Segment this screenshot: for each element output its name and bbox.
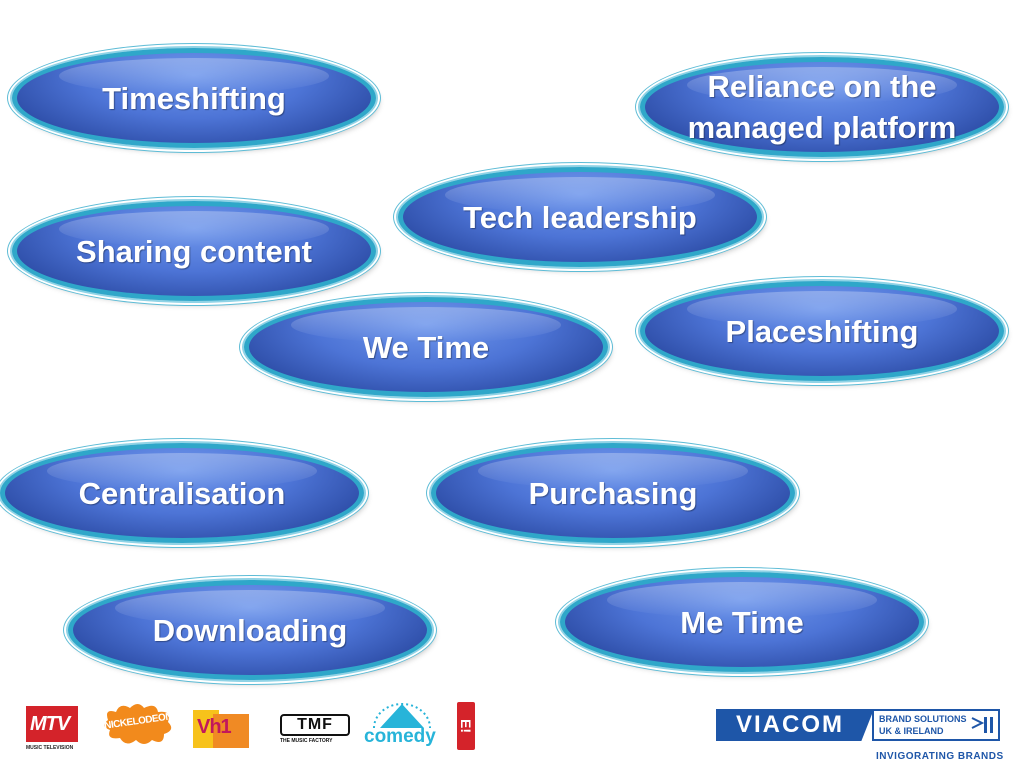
viacom-brand-line1: BRAND SOLUTIONS <box>879 714 967 724</box>
union-flag-icon <box>970 715 994 735</box>
viacom-logo-text: VIACOM <box>736 711 844 738</box>
bubble-label: Me Time <box>680 604 804 640</box>
bubble-label: Downloading <box>152 612 348 648</box>
bubble-sharing-content: Sharing content <box>12 201 376 301</box>
bubble-label: Centralisation <box>78 475 286 511</box>
comedy-logo-text: comedy <box>364 726 436 747</box>
viacom-brand-line2: UK & IRELAND <box>879 726 944 736</box>
bubble-label: Tech leadership <box>463 199 697 235</box>
vh1-logo: Vh1 <box>193 710 251 748</box>
nickelodeon-logo: NICKELODEON <box>98 700 178 748</box>
bubble-tech-leadership: Tech leadership <box>398 167 762 267</box>
e-logo-text: E! <box>458 719 474 733</box>
bubble-centralisation: Centralisation <box>0 443 364 543</box>
bubble-label: Reliance on the managed platform <box>687 69 957 145</box>
mtv-logo: MTV MUSIC TELEVISION <box>26 706 84 756</box>
tmf-logo-text: TMF <box>297 716 333 733</box>
bubble-placeshifting: Placeshifting <box>640 281 1004 381</box>
bubble-label: Purchasing <box>528 475 698 511</box>
tmf-logo-subtitle: THE MUSIC FACTORY <box>280 738 333 744</box>
bubble-label: We Time <box>362 329 490 365</box>
viacom-tagline: INVIGORATING BRANDS <box>876 751 1004 762</box>
bubble-downloading: Downloading <box>68 580 432 680</box>
mtv-logo-subtitle: MUSIC TELEVISION <box>26 745 74 751</box>
bubble-reliance: Reliance on the managed platform <box>640 57 1004 157</box>
viacom-logo: VIACOM BRAND SOLUTIONS UK & IRELAND INVI… <box>716 709 1006 765</box>
comedy-logo: comedy <box>362 698 442 752</box>
vh1-logo-text: Vh1 <box>197 716 232 738</box>
bubble-me-time: Me Time <box>560 572 924 672</box>
bubble-label: Sharing content <box>76 233 312 269</box>
bubble-label: Timeshifting <box>102 80 286 116</box>
tmf-logo: TMF THE MUSIC FACTORY <box>280 714 352 750</box>
bubble-timeshifting: Timeshifting <box>12 48 376 148</box>
e-logo: E! <box>457 702 477 752</box>
bubble-we-time: We Time <box>244 297 608 397</box>
bubble-label: Placeshifting <box>725 313 919 349</box>
mtv-logo-text: MTV <box>30 713 70 735</box>
bubble-purchasing: Purchasing <box>431 443 795 543</box>
